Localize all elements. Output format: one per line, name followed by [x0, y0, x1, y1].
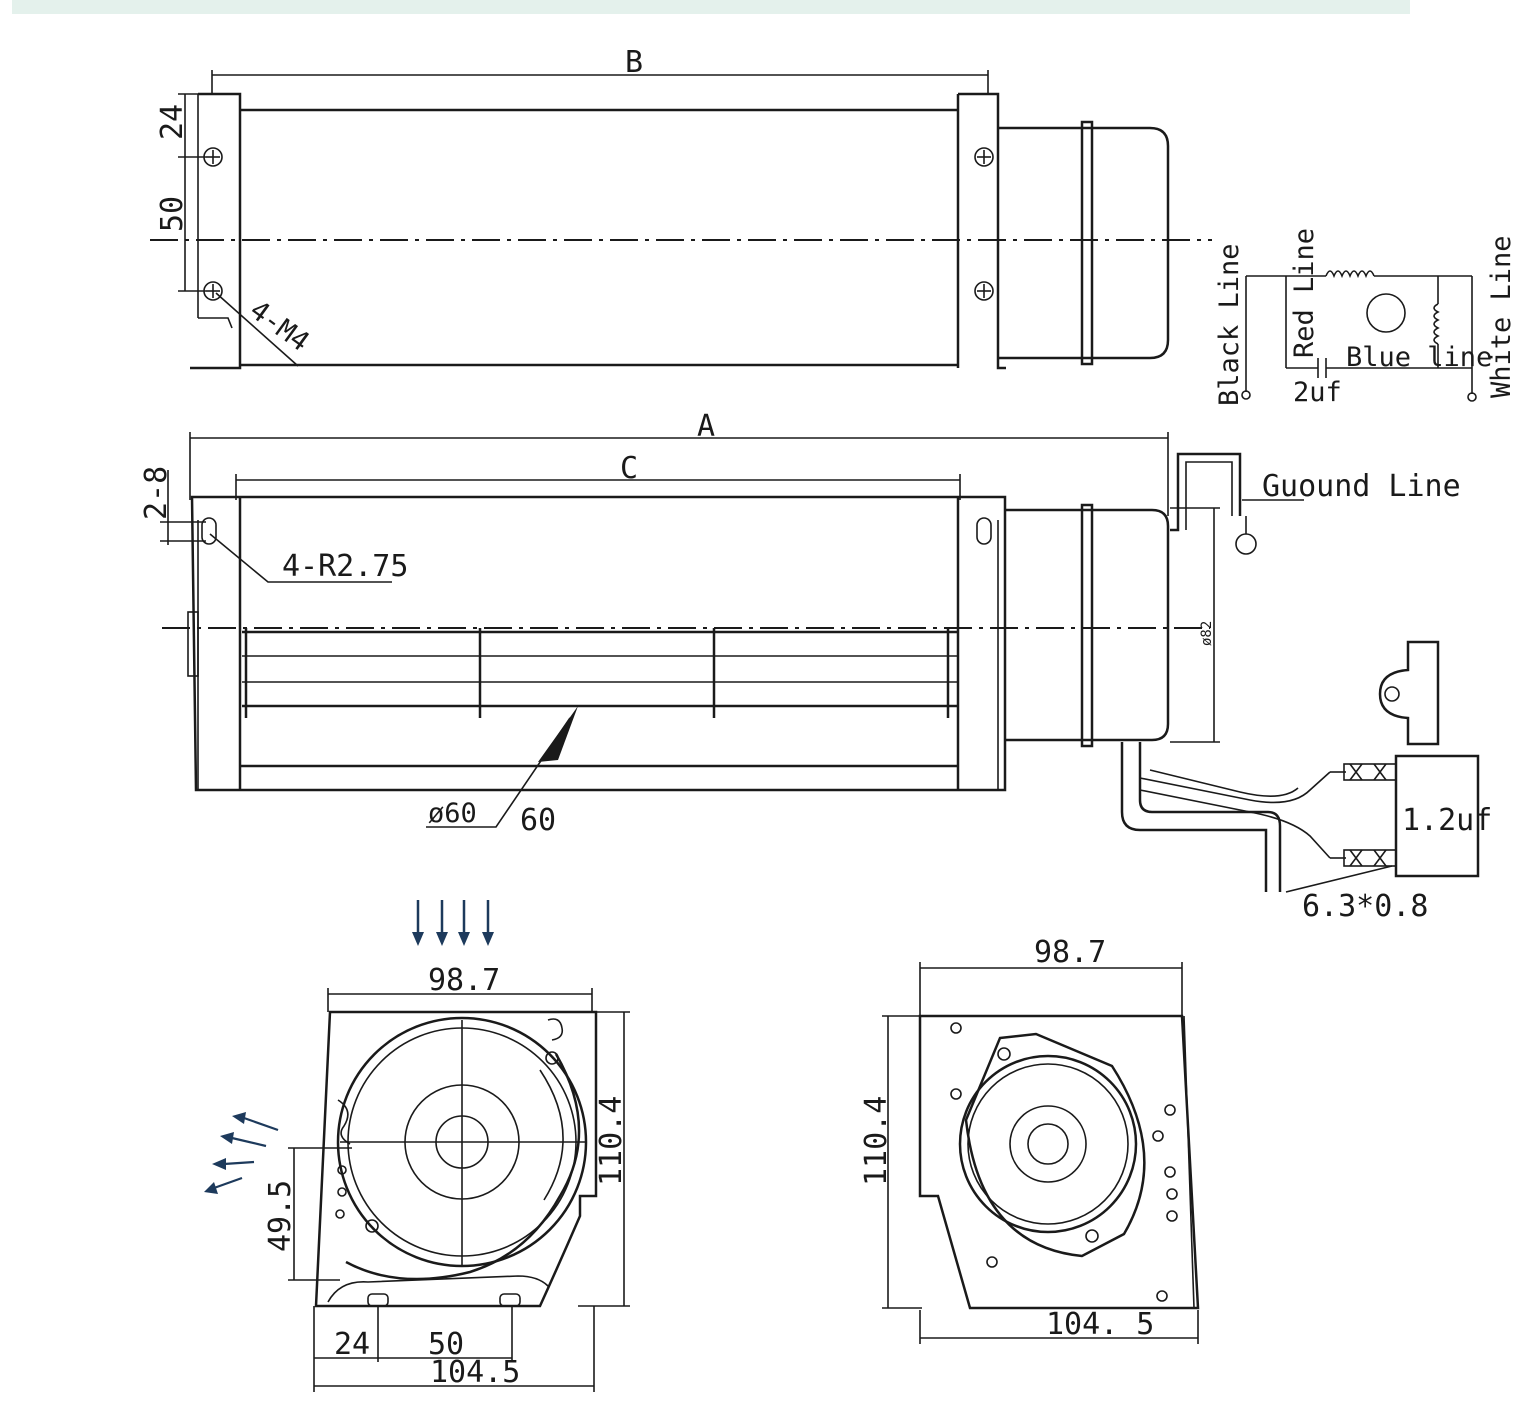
right-end-view: 98.7 110.4 104. 5	[859, 935, 1200, 1344]
left-width-bottom-label: 104.5	[430, 1355, 520, 1390]
blue-line-label: Blue line	[1346, 342, 1492, 373]
left-width-top-label: 98.7	[428, 963, 500, 998]
motor-diameter-label: ø82	[1199, 621, 1215, 646]
left-dim-24-label: 24	[334, 1327, 370, 1362]
right-height-label: 110.4	[859, 1096, 894, 1186]
top-view: B 24 50 4-M4	[150, 45, 1212, 370]
left-end-view: 98.7 110.4 49.5 24	[204, 900, 630, 1392]
terminal-size-label: 6.3*0.8	[1302, 889, 1428, 924]
dim-b-label: B	[625, 45, 643, 80]
airflow-in-arrows	[412, 900, 494, 946]
header-band	[12, 0, 1410, 14]
left-outlet-height-label: 49.5	[263, 1180, 298, 1252]
ground-line-label: Guound Line	[1262, 469, 1461, 504]
left-height-label: 110.4	[594, 1096, 629, 1186]
right-width-bottom-label: 104. 5	[1046, 1307, 1154, 1342]
impeller-size-label: 60	[520, 803, 556, 838]
front-view: A C ø82	[139, 409, 1461, 838]
dim-a-label: A	[697, 409, 715, 444]
left-dim-50-label: 50	[428, 1327, 464, 1362]
capacitor-detail: 1.2uf 6.3*0.8	[1120, 640, 1492, 924]
capacitor-value-label: 1.2uf	[1402, 803, 1492, 838]
white-line-label: White Line	[1486, 235, 1517, 398]
black-line-label: Black Line	[1214, 243, 1245, 406]
dim-c-label: C	[620, 451, 638, 486]
airflow-out-arrows	[204, 1112, 279, 1194]
capacitor-2uf-label: 2uf	[1293, 377, 1342, 408]
dim-50-label: 50	[155, 196, 190, 232]
impeller-diameter-label: ø60	[428, 798, 477, 829]
red-line-label: Red Line	[1289, 228, 1320, 358]
dim-24-label: 24	[155, 104, 190, 140]
wiring-diagram: Black Line Red Line Blue line White Line…	[1214, 228, 1517, 408]
right-width-top-label: 98.7	[1034, 935, 1106, 970]
radius-note: 4-R2.75	[282, 549, 408, 584]
dim-2-8-label: 2-8	[139, 466, 174, 520]
